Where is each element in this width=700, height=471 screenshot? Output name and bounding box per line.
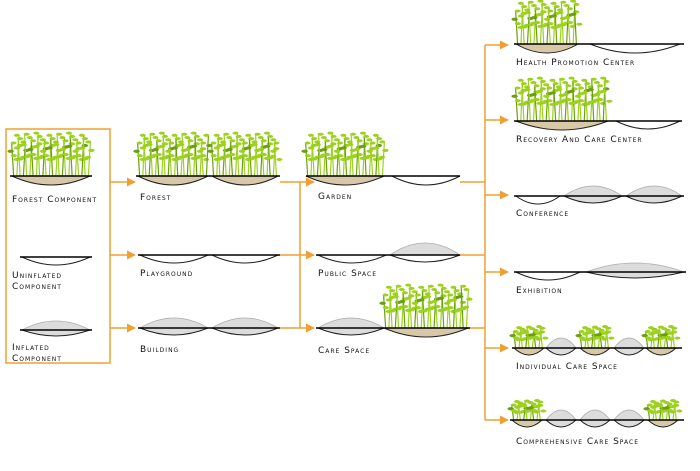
forest-soil-bowl (514, 43, 580, 54)
label-exhibition: Exhibition (516, 286, 563, 296)
forest-grass (7, 131, 95, 177)
building-dome-bottom (139, 327, 209, 336)
comprehensive-dome-bottom (612, 419, 646, 428)
playground-bowl (211, 254, 279, 264)
health-bowl (589, 43, 681, 54)
forest-grass (511, 0, 583, 45)
label-playground: Playground (140, 269, 194, 279)
forest-soil-bowl (11, 175, 91, 186)
conference-bowl (514, 195, 562, 205)
label-recovery-care-center: Recovery And Care Center (516, 135, 643, 145)
label-health-promotion-center: Health Promotion Center (516, 58, 636, 68)
forest-grass (511, 76, 613, 122)
uninflated-bowl (21, 256, 91, 266)
individual-soil (512, 347, 546, 356)
forest-soil-bowl (137, 175, 209, 186)
component-legend-box (5, 128, 111, 364)
comprehensive-dome-bottom (544, 419, 578, 428)
label-care-space: Care Space (318, 346, 371, 356)
label-individual-care-space: Individual Care Space (516, 362, 618, 372)
forest-grass (301, 131, 389, 177)
forest-soil-bowl (515, 120, 609, 131)
component-shapes (7, 0, 685, 428)
public-bowl (317, 254, 387, 264)
public-bowl (389, 254, 461, 263)
playground-bowl (139, 254, 209, 264)
conference-dome (624, 185, 684, 197)
baselines (10, 43, 686, 421)
label-inflated-component: Inflated Component (12, 343, 62, 364)
individual-dome-bottom (544, 347, 578, 356)
forest-soil-bowl (305, 175, 385, 186)
label-comprehensive-care-space: Comprehensive Care Space (516, 437, 640, 447)
individual-grass (641, 325, 681, 349)
label-conference: Conference (516, 209, 570, 219)
individual-dome (545, 337, 577, 349)
conference-dome (562, 185, 624, 197)
comprehensive-dome (579, 409, 611, 421)
individual-soil (644, 347, 678, 356)
forest-grass (133, 131, 213, 177)
forest-soil-bowl (211, 175, 279, 186)
individual-soil (578, 347, 612, 356)
individual-dome (613, 337, 645, 349)
forest-grass (379, 283, 473, 329)
individual-grass (575, 325, 615, 349)
comprehensive-grass (507, 399, 547, 421)
garden-bowl (391, 175, 461, 186)
exhibition-dome (585, 262, 685, 273)
comprehensive-soil (646, 419, 680, 428)
comprehensive-grass (643, 399, 683, 421)
connector-lines (110, 40, 509, 425)
label-garden: Garden (318, 192, 353, 202)
conference-dome-bottom (625, 195, 683, 204)
care-dome (316, 317, 386, 329)
comprehensive-dome-bottom (578, 419, 612, 428)
care-dome-bottom (317, 327, 385, 336)
conference-dome-bottom (563, 195, 623, 204)
comprehensive-dome (613, 409, 645, 421)
exhibition-bowl (515, 271, 581, 281)
label-uninflated-component: Uninflated Component (12, 271, 62, 292)
recovery-bowl (615, 120, 681, 130)
building-dome (210, 317, 280, 329)
individual-grass (509, 325, 549, 349)
label-forest: Forest (140, 193, 172, 203)
inflated-dome-bottom (21, 329, 91, 337)
building-dome-bottom (211, 327, 279, 336)
label-building: Building (140, 345, 180, 355)
forest-soil-bowl (383, 327, 469, 338)
comprehensive-soil (510, 419, 544, 428)
building-dome (138, 317, 210, 329)
label-forest-component: Forest Component (12, 195, 98, 205)
label-public-space: Public Space (318, 269, 378, 279)
inflated-dome (21, 320, 91, 331)
forest-grass (207, 131, 283, 177)
public-dome (388, 242, 462, 256)
individual-dome-bottom (612, 347, 646, 356)
exhibition-dome-bottom (585, 271, 685, 279)
comprehensive-dome (545, 409, 577, 421)
